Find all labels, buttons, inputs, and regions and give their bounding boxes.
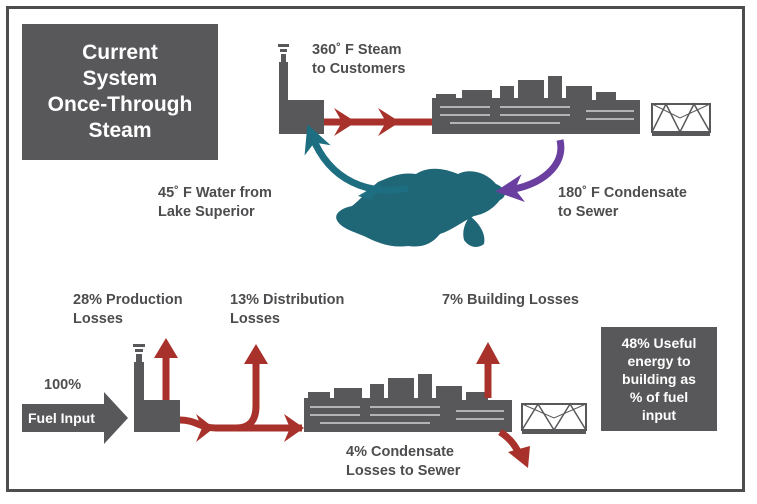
steam-to-customers-label: 360˚ F Steam to Customers <box>312 42 406 77</box>
diagram-title: Current System Once-Through Steam <box>22 24 218 160</box>
lift-bridge-icon <box>651 102 711 136</box>
water-from-lake-label: 45˚ F Water from Lake Superior <box>158 185 272 220</box>
production-losses-label: 28% Production Losses <box>73 292 183 327</box>
city-skyline-icon <box>432 76 640 134</box>
distribution-flow-arrow <box>179 414 304 442</box>
input-percent-label: 100% <box>44 377 82 393</box>
production-losses-arrow <box>154 338 178 400</box>
smokestack-plant-icon <box>133 344 180 432</box>
steam-to-customers-arrow <box>324 108 432 136</box>
city-skyline-icon <box>304 374 512 432</box>
building-losses-arrow <box>476 342 500 398</box>
distribution-losses-arrow <box>235 344 268 432</box>
condensate-losses-label: 4% Condensate Losses to Sewer <box>346 444 461 479</box>
lake-superior-icon <box>336 168 505 247</box>
fuel-input-arrow <box>22 392 128 444</box>
condensate-losses-arrow <box>498 428 530 468</box>
building-losses-label: 7% Building Losses <box>442 292 579 308</box>
condensate-to-sewer-arrow <box>495 139 565 202</box>
useful-energy-box: 48% Useful energy to building as % of fu… <box>601 327 717 431</box>
condensate-to-sewer-label: 180˚ F Condensate to Sewer <box>558 185 687 220</box>
lift-bridge-icon <box>521 402 587 434</box>
water-from-lake-arrow <box>304 124 409 200</box>
fuel-input-label: Fuel Input <box>28 410 95 426</box>
distribution-losses-label: 13% Distribution Losses <box>230 292 345 327</box>
